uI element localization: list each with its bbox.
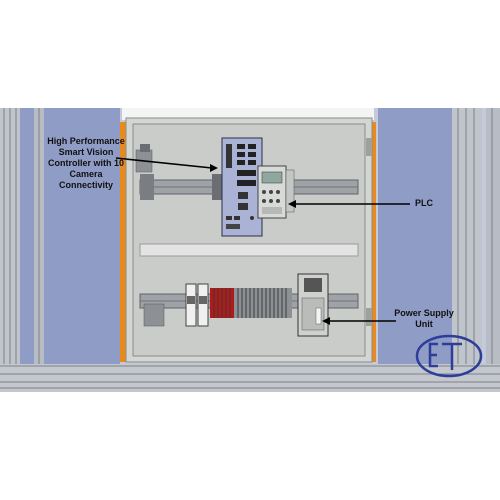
plc-unit xyxy=(257,165,295,219)
vision-controller xyxy=(221,137,263,237)
cable-duct xyxy=(139,243,359,257)
power-supply-unit xyxy=(297,273,329,337)
bottom-frame-beams xyxy=(0,364,500,392)
right-frame-rails xyxy=(452,108,500,392)
et-logo xyxy=(415,334,483,378)
cabinet-scene: High Performance Smart Vision Controller… xyxy=(0,108,500,392)
controller-label: High Performance Smart Vision Controller… xyxy=(47,136,125,190)
circuit-breakers xyxy=(185,283,209,327)
terminal-blocks xyxy=(210,288,292,318)
power-supply-label: Power Supply Unit xyxy=(394,308,454,329)
cabinet-illustration xyxy=(0,108,500,392)
left-frame-rails xyxy=(0,108,44,392)
callout-arrows xyxy=(115,157,410,325)
plc-label: PLC xyxy=(415,198,433,208)
